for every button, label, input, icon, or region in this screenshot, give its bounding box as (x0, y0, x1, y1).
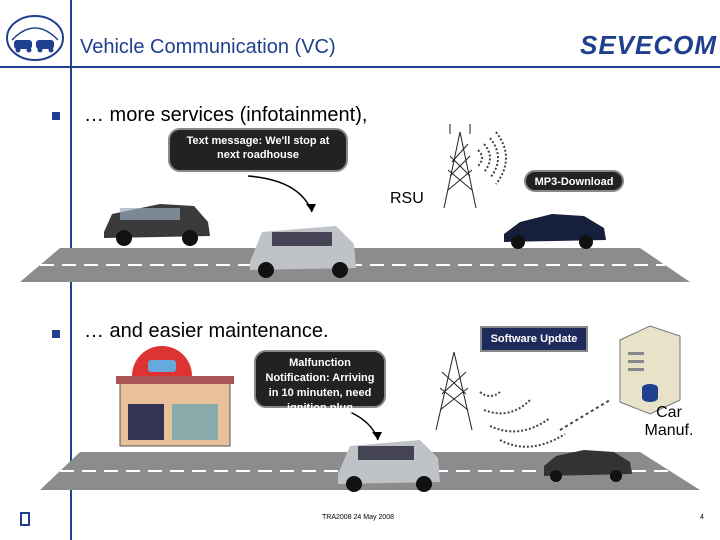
rsu-tower-icon (443, 124, 477, 209)
signal-waves (477, 131, 507, 185)
update-waves (479, 391, 566, 448)
notification-arrow (349, 411, 379, 441)
rsu-label: RSU (390, 190, 424, 207)
sedan-car (504, 214, 606, 249)
page-number: 4 (700, 514, 704, 521)
page-title: Vehicle Communication (VC) (80, 36, 336, 58)
footer-logo-icon (20, 512, 30, 526)
van-car (250, 226, 356, 278)
software-update-label: Software Update (480, 326, 588, 352)
van-car-2 (338, 440, 440, 492)
malfunction-notification-bubble: Malfunction Notification: Arriving in 10… (254, 350, 386, 414)
server-icon (619, 325, 681, 415)
text-message-bubble: Text message: We'll stop at next roadhou… (168, 128, 348, 172)
car-manufacturer-label: Car Manuf. (644, 404, 694, 439)
bullet-text-2: … and easier maintenance. (84, 320, 329, 342)
mp3-download-label: MP3-Download (524, 170, 624, 192)
footer-text: TRA2008 24 May 2008 (322, 514, 394, 521)
tower-icon (435, 351, 473, 431)
sedan-car-2 (544, 450, 632, 482)
suv-car (104, 204, 210, 246)
bullet-text: … more services (infotainment), (84, 104, 368, 126)
sevecom-logo: SEVECOM (580, 30, 718, 60)
bullet-marker-2 (52, 330, 60, 338)
garage-building (116, 346, 234, 447)
car-network-icon (6, 15, 64, 61)
message-arrow (247, 175, 313, 213)
header-divider (0, 66, 720, 68)
bullet-marker (52, 112, 60, 120)
